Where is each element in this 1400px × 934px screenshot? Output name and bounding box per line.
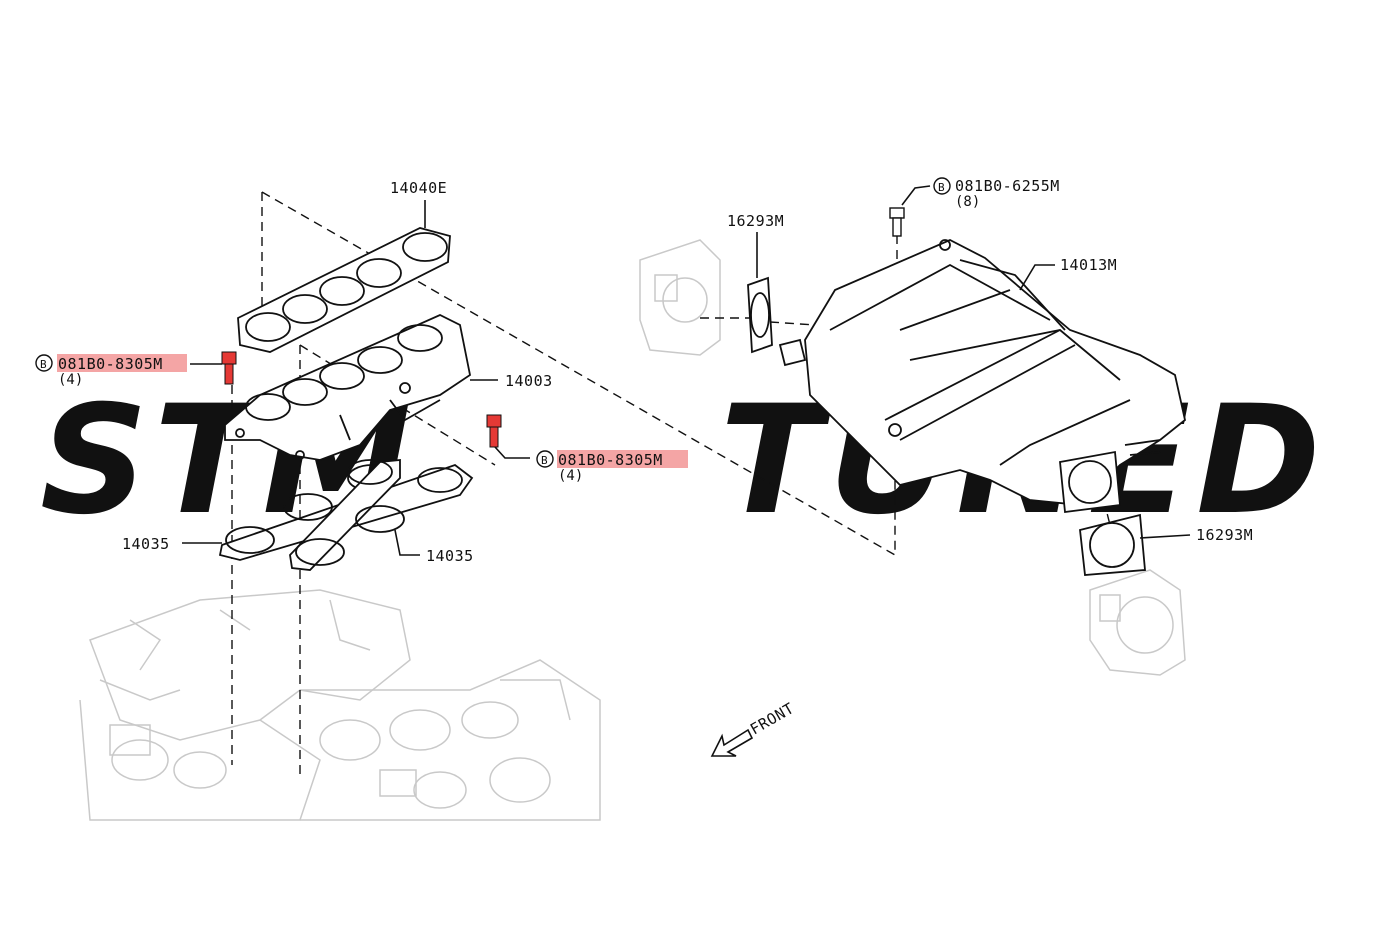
bolt-middle-icon: [486, 414, 502, 448]
leader-lines: [182, 185, 1191, 556]
bolt-left-badge: B: [40, 358, 47, 371]
throttle-body-ghost-bottom: [1089, 569, 1186, 676]
label-gasket-14035-right: 14035: [426, 547, 474, 565]
label-gasket-14035-left: 14035: [122, 535, 170, 553]
engine-ghost-illustration: [79, 589, 601, 821]
front-arrow-icon: [710, 728, 754, 757]
bolt-middle-part: 081B0-8305M: [558, 451, 663, 469]
bolt-middle-qty: (4): [558, 468, 583, 484]
label-throttle-gasket-bottom: 16293M: [1196, 526, 1253, 544]
bolt-left-icon: [221, 351, 237, 385]
upper-manifold-14013m: [778, 239, 1187, 506]
bolt-top-qty: (8): [955, 194, 980, 210]
bolt-top-icon: [889, 207, 905, 237]
label-lower-manifold-14003: 14003: [505, 372, 553, 390]
lower-manifold-14003: [224, 314, 472, 461]
label-gasket-14040e: 14040E: [390, 179, 447, 197]
bolt-middle-badge: B: [541, 454, 548, 467]
throttle-gasket-16293m-bottom: [1059, 450, 1146, 576]
bolt-left-qty: (4): [58, 372, 83, 388]
label-throttle-gasket-top: 16293M: [727, 212, 784, 230]
label-upper-manifold-14013m: 14013M: [1060, 256, 1117, 274]
gasket-14040e: [237, 227, 451, 353]
front-label: FRONT: [747, 699, 797, 738]
bolt-left-part: 081B0-8305M: [58, 355, 163, 373]
throttle-gasket-16293m-top: [747, 276, 773, 354]
callout-bolt-middle: B 081B0-8305M (4): [536, 450, 688, 484]
bolt-top-badge: B: [938, 181, 945, 194]
gasket-14035-right: [289, 459, 405, 571]
front-direction-indicator: FRONT: [710, 699, 797, 757]
callout-bolt-top: B 081B0-6255M (8): [933, 177, 1060, 210]
throttle-body-ghost-top: [639, 239, 721, 356]
callout-bolt-left: B 081B0-8305M (4): [35, 354, 187, 388]
bolt-top-part: 081B0-6255M: [955, 177, 1060, 195]
